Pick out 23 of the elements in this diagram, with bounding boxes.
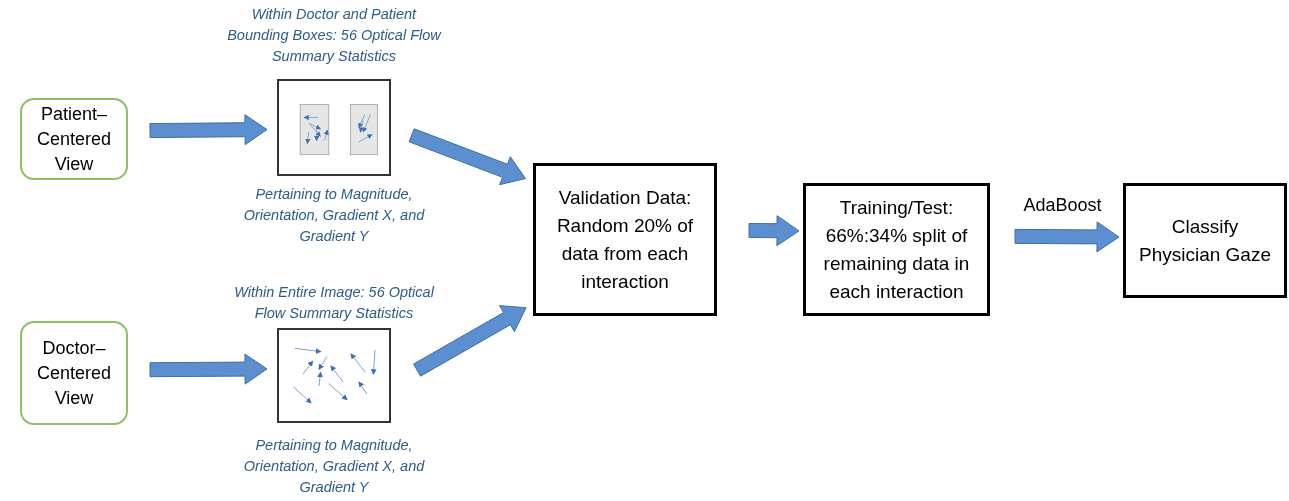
node-text: Classify Physician Gaze	[1138, 214, 1272, 267]
block-arrow	[149, 353, 268, 385]
node-text: Patient– Centered View	[35, 102, 113, 176]
block-arrow	[1014, 221, 1120, 253]
node-text: Doctor– Centered View	[35, 336, 113, 410]
view-box	[20, 321, 128, 425]
edge-label: AdaBoost	[1023, 194, 1102, 215]
caption-text: Pertaining to Magnitude, Orientation, Gradient X, and Gradient Y	[242, 184, 426, 246]
block-arrow	[408, 128, 526, 186]
block-arrow	[748, 215, 800, 247]
process-box	[803, 183, 990, 316]
optical-flow-picture	[277, 79, 391, 176]
view-box	[20, 98, 128, 180]
block-arrow	[413, 305, 527, 377]
process-box	[1123, 183, 1287, 298]
node-text: Validation Data: Random 20% of data from each interaction	[555, 185, 695, 294]
process-box	[533, 163, 717, 316]
caption-text: Within Entire Image: 56 Optical Flow Summary Statistics	[233, 283, 436, 323]
optical-flow-picture	[277, 328, 391, 423]
caption-text: Within Doctor and Patient Bounding Boxes: 56 Optical Flow Summary Statistics	[226, 4, 443, 66]
caption-text: Pertaining to Magnitude, Orientation, Gradient X, and Gradient Y	[242, 435, 426, 497]
node-text: Training/Test: 66%:34% split of remaining data in each interaction	[822, 195, 971, 304]
block-arrow	[149, 114, 268, 146]
